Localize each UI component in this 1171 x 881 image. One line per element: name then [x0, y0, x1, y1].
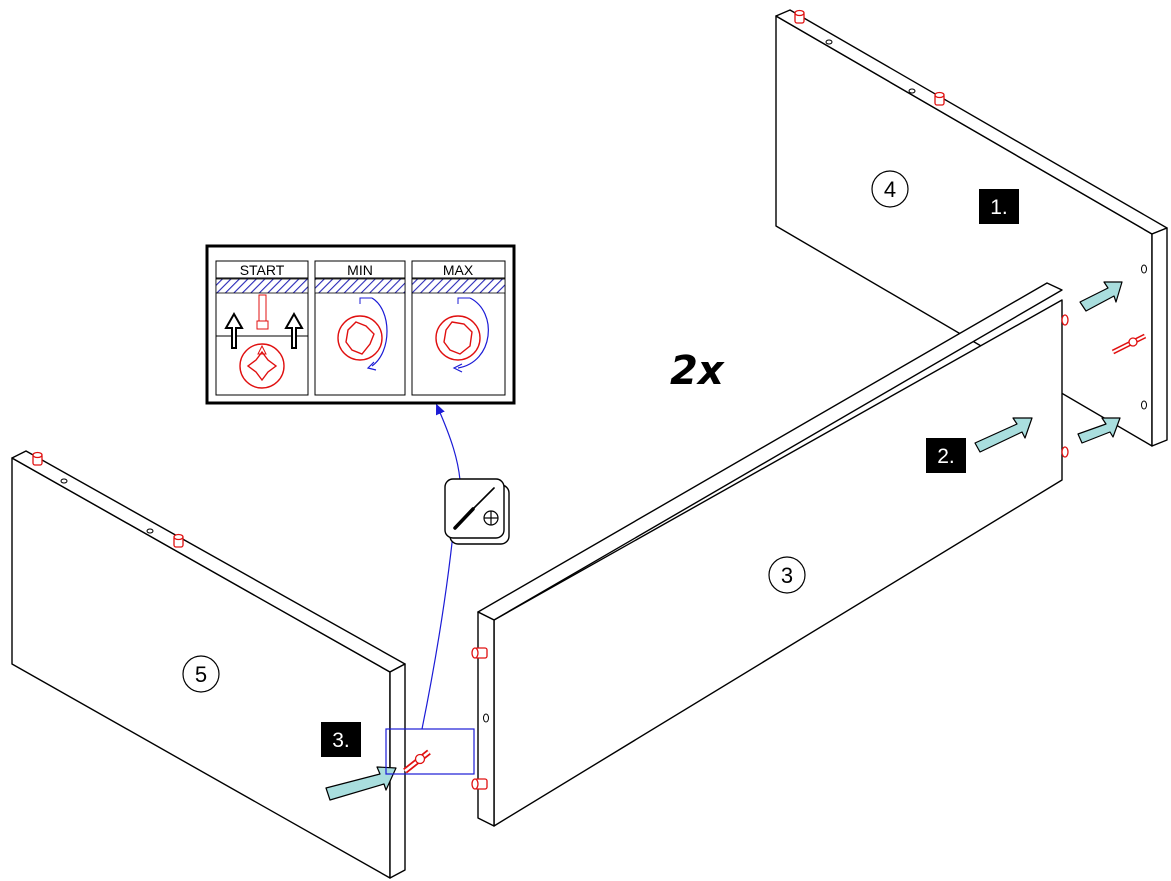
- part-label-4: 4: [871, 170, 909, 208]
- dowel-icon: [1061, 446, 1069, 458]
- screwdriver-phillips-icon: [444, 478, 510, 545]
- cam-lock-icon: [337, 297, 388, 371]
- dowel-icon: [471, 778, 488, 790]
- svg-text:START: START: [240, 262, 285, 278]
- direction-arrow-icon: [974, 417, 1033, 453]
- direction-arrow-icon: [1077, 417, 1121, 444]
- svg-text:3: 3: [781, 563, 793, 588]
- svg-text:2.: 2.: [937, 445, 955, 468]
- min-cell: MIN: [314, 260, 406, 396]
- svg-text:MAX: MAX: [443, 262, 474, 278]
- dowel-icon: [1061, 314, 1069, 326]
- up-arrow-icon: [224, 311, 244, 349]
- svg-text:5: 5: [195, 662, 207, 687]
- svg-text:1.: 1.: [990, 196, 1008, 219]
- cam-instruction-panel: START MIN: [205, 244, 516, 405]
- part-label-3: 3: [768, 556, 806, 594]
- quantity-multiplier: 2x: [670, 348, 725, 394]
- step-label-1: 1.: [979, 189, 1019, 224]
- svg-text:3.: 3.: [332, 729, 350, 752]
- dowel-icon: [471, 647, 488, 659]
- cam-lock-icon: [239, 343, 285, 389]
- start-cell: START: [215, 260, 309, 396]
- direction-arrow-icon: [325, 766, 397, 801]
- up-arrow-icon: [284, 311, 304, 349]
- max-cell: MAX: [411, 260, 506, 396]
- part-label-5: 5: [182, 655, 220, 693]
- cam-bolt-icon: [1111, 333, 1147, 355]
- svg-text:MIN: MIN: [347, 262, 373, 278]
- dowel-icon: [173, 533, 184, 548]
- dowel-icon: [794, 9, 805, 24]
- direction-arrow-icon: [1079, 281, 1123, 312]
- dowel-icon: [32, 451, 43, 466]
- cam-lock-icon: [435, 297, 489, 373]
- step-label-3: 3.: [321, 722, 361, 757]
- cam-bolt-icon: [403, 749, 431, 774]
- step-label-2: 2.: [926, 438, 966, 473]
- svg-text:4: 4: [884, 177, 896, 202]
- panel-3: [471, 282, 1069, 827]
- dowel-icon: [934, 91, 945, 106]
